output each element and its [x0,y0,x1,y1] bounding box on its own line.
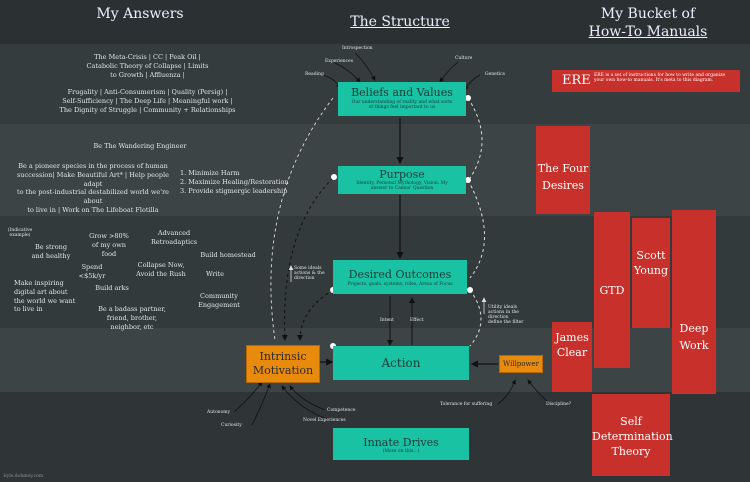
label-competence: Competence [327,408,356,413]
outcome-grow-food: Grow >80% of my own food [89,232,129,258]
label-autonomy: Autonomy [207,410,231,415]
outcome-arks: Build arks [95,284,129,292]
label-genetics: Genetics [485,72,505,77]
node-desired-outcomes[interactable]: Desired Outcomes Projects, goals, system… [333,260,467,294]
outcome-badass: Be a badass partner, friend, brother, ne… [98,305,166,331]
manual-gtd[interactable]: GTD [594,212,630,368]
answers-beliefs-block1: The Meta-Crisis | CC | Peak Oil | Catabo… [86,53,209,79]
answers-principles-list: 1. Minimize Harm 2. Maximize Healing/Res… [180,169,289,195]
manual-scott-young[interactable]: Scott Young [632,218,670,328]
label-curiosity: Curiosity [221,423,242,428]
label-introspection: Introspection [342,46,373,51]
outcome-community: Community Engagement [198,292,240,309]
outcome-spend: Spend <$5k/yr [78,263,106,280]
footer-credit: kyle.dohmey.com [4,474,44,479]
manual-ere[interactable]: ERE ERE is a set of instructions for how… [552,70,740,92]
header-bucket-line1: My Bucket of [600,6,696,22]
answers-beliefs-block2: Frugality | Anti-Consumerism | Quality (… [59,88,236,114]
label-culture: Culture [455,56,473,61]
header-bucket-line2: How-To Manuals [588,24,708,40]
node-innate-drives[interactable]: Innate Drives (More on this...) [333,428,469,460]
label-intent: Intent [380,318,394,323]
label-reading: Reading [305,72,324,77]
outcome-retroadaptics: Advanced Retroadaptics [150,229,198,246]
node-willpower[interactable]: Willpower [499,355,543,373]
node-intrinsic-motivation[interactable]: Intrinsic Motivation [246,345,320,383]
label-right-note: Utility ideals actions in the direction … [488,305,524,325]
label-novel-experiences: Novel Experiences [303,418,346,423]
manual-james-clear[interactable]: James Clear [552,322,592,392]
outcome-collapse-now: Collapse Now, Avoid the Rush [136,261,186,278]
indicative-example-label: (Indicative example) [7,228,33,238]
label-discipline: Discipline? [546,402,572,407]
header-my-answers: My Answers [96,6,184,22]
node-beliefs-values[interactable]: Beliefs and Values Our understanding of … [338,82,466,116]
label-tolerance: Tolerance for suffering [440,402,493,407]
outcome-strong: Be strong and healthy [31,243,71,260]
manual-self-determination[interactable]: Self Determination Theory [592,394,673,476]
node-action[interactable]: Action [333,346,469,380]
manual-four-desires[interactable]: The Four Desires [536,126,590,214]
outcome-write: Write [205,270,225,278]
outcome-homestead: Build homestead [200,251,256,259]
answers-purpose: Be a pioneer species in the process of h… [16,162,170,214]
manual-deep-work[interactable]: Deep Work [672,210,716,394]
header-structure: The Structure [350,14,450,30]
outcome-digital-art: Make inspiring digital art about the wor… [14,279,76,314]
label-experiences: Experiences [325,59,354,64]
node-purpose[interactable]: Purpose Identity, Personal Mythology, Vi… [338,166,466,194]
label-effect: Effect [410,318,424,323]
label-left-note: Some ideals actions & the direction [294,266,325,281]
answers-wandering: Be The Wandering Engineer [93,142,187,150]
